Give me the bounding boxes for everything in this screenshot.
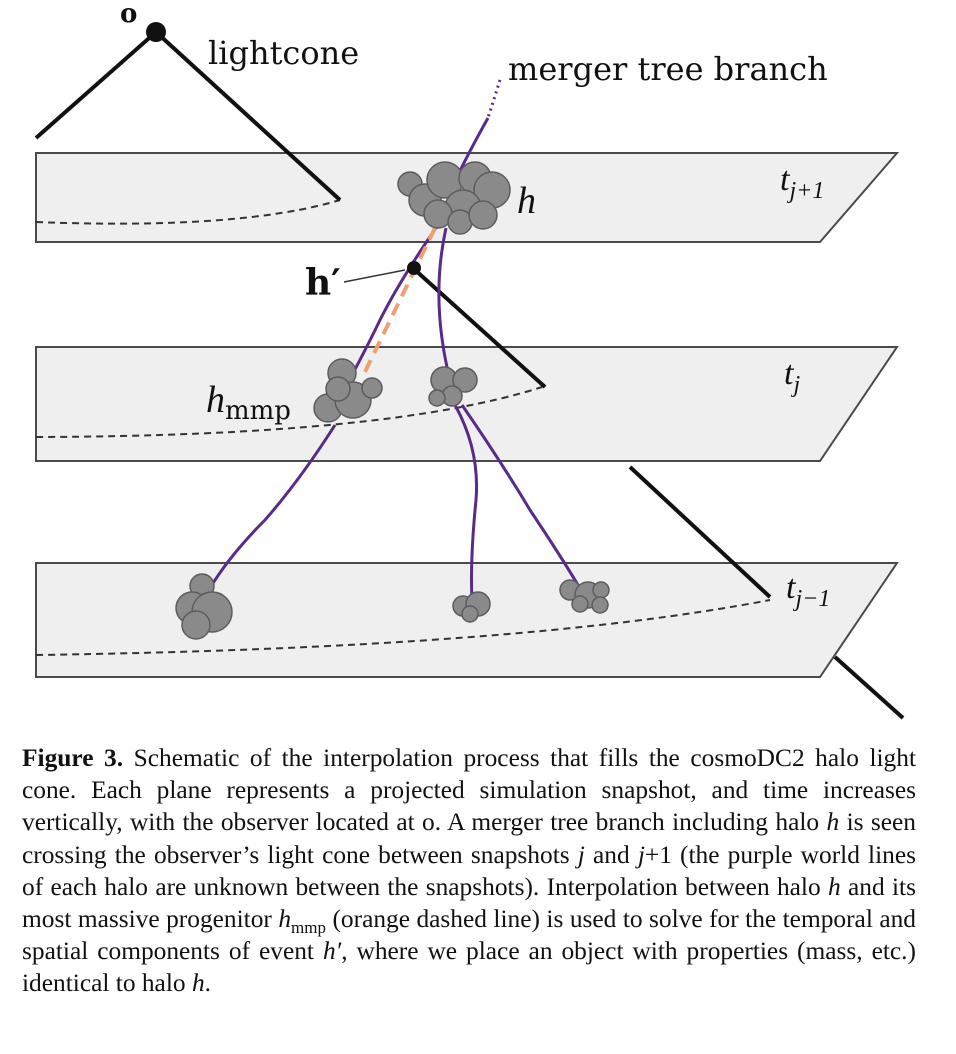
halo-h-label: h — [517, 180, 536, 222]
plane-bottom-base: t — [786, 569, 797, 606]
halo-minor-mid — [428, 366, 478, 407]
lightcone-label: lightcone — [208, 34, 359, 72]
world-lines — [208, 79, 580, 601]
event-label: h′ — [305, 262, 341, 304]
caption-text-5: and its most massive progenitor — [22, 872, 916, 934]
lightcone-edge-right-top — [154, 30, 342, 202]
halo-mmp — [313, 358, 383, 423]
branch-dotted-tail — [486, 79, 502, 119]
caption-text-1: Schematic of the interpolation process t… — [22, 744, 916, 837]
plane-middle-sub: j — [790, 372, 800, 398]
world-line-minor-to-right — [460, 404, 580, 586]
figure-number: Figure 3. — [22, 744, 124, 772]
caption-text-7: , where we place an object with properti… — [22, 937, 916, 998]
caption-text-4: +1 (the purple world lines of each halo … — [22, 840, 917, 901]
world-line-h-to-mmp — [350, 224, 440, 376]
lightcone-edge-lower — [628, 465, 772, 599]
figure-caption: Figure 3. Schematic of the interpolation… — [22, 742, 916, 1000]
caption-text-3: and — [584, 840, 638, 869]
caption-halo-h: h — [826, 808, 840, 837]
interpolation-line — [360, 227, 437, 379]
observer-point — [146, 22, 166, 42]
lightcone-edge-left — [34, 30, 158, 140]
observer-label: o — [120, 0, 137, 29]
plane-top-sub: j+1 — [786, 178, 824, 204]
caption-halo-h-2: h — [828, 872, 841, 901]
plane-top-base: t — [780, 161, 791, 198]
mmp-label-base: h — [206, 379, 225, 421]
plane-top-label: tj+1 — [780, 161, 824, 204]
halo-bottom-right — [559, 579, 610, 614]
schematic-figure: o lightcone merger tree branch h h′ hmmp… — [34, 0, 905, 720]
caption-text-6: (orange dashed line) is used to solve fo… — [22, 905, 916, 966]
halo-h — [397, 161, 511, 235]
event-pointer — [343, 269, 406, 283]
caption-halo-h-3: h — [191, 969, 205, 998]
caption-mmp-sub: mmp — [291, 918, 326, 938]
caption-h-mmp: h — [278, 905, 292, 934]
lightcone-edge-right-mid — [412, 267, 547, 389]
event-h-prime-point — [407, 261, 421, 275]
plane-bottom-sub: j−1 — [792, 586, 830, 612]
caption-j: j — [577, 840, 585, 869]
lightcone-edge-lowest — [833, 655, 905, 720]
caption-text-2: is seen crossing the observer’s light co… — [22, 808, 916, 869]
caption-h-prime: h′ — [322, 937, 342, 966]
lightcone-arc-bottom — [35, 599, 771, 656]
branch-label: merger tree branch — [508, 50, 828, 88]
plane-middle-base: t — [784, 355, 795, 392]
caption-j-2: j — [637, 840, 645, 869]
halo-bottom-left — [175, 573, 233, 640]
caption-text-8: . — [204, 969, 211, 998]
plane-middle — [35, 346, 899, 462]
lightcone-arc-middle — [35, 386, 543, 438]
lightcone-arc-top — [35, 199, 341, 225]
mmp-label: hmmp — [206, 379, 291, 426]
plane-middle-label: tj — [784, 355, 800, 398]
plane-bottom-label: tj−1 — [786, 569, 830, 612]
world-line-h-to-minor — [437, 227, 452, 381]
mmp-label-sub: mmp — [225, 396, 291, 426]
world-line-minor-to-center — [453, 404, 478, 601]
halo-bottom-center — [452, 591, 491, 623]
world-line-mmp-to-left — [208, 424, 337, 589]
